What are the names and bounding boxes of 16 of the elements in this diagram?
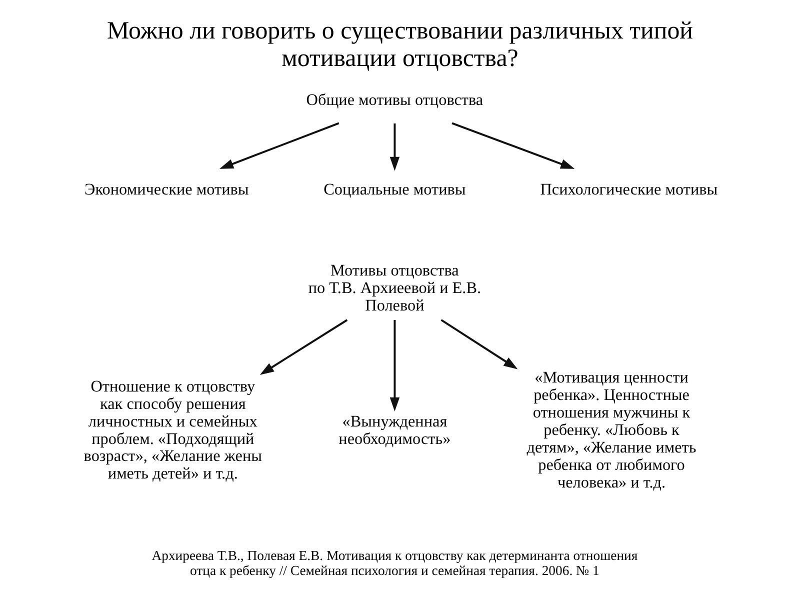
arrow	[390, 123, 400, 171]
arrow	[452, 122, 575, 169]
node-text: «Вынужденная необходимость»	[338, 412, 451, 448]
node-text: Социальные мотивы	[324, 180, 466, 199]
node-text: «Мотивация ценности ребенка». Ценностные отношения мужчины к ребенку. «Любовь к детям», «Желание иметь ребенка от любимого человека» и т.д.	[526, 368, 696, 492]
arrow	[440, 319, 518, 370]
arrow	[219, 122, 340, 169]
node-text: Отношение к отцовству как способу решения личностных и семейных проблем. «Подходящий возраст», «Желание жены иметь детей» и т.д.	[84, 377, 262, 483]
arrow	[260, 319, 348, 375]
node-text: Мотивы отцовства по Т.В. Архиеевой и Е.В. Полевой	[308, 262, 482, 314]
caption: Архиреева Т.В., Полевая Е.В. Мотивация к отцовству как детерминанта отношения отца к ребенку // Семейная психология и семейная терапия. 2006. № 1	[152, 548, 638, 578]
node-text: Общие мотивы отцовства	[306, 90, 484, 109]
node-text: Экономические мотивы	[84, 180, 249, 199]
arrow	[390, 320, 400, 412]
diagram-title: Можно ли говорить о существовании различных типой мотивации отцовства?	[107, 17, 693, 72]
node-text: Психологические мотивы	[540, 180, 718, 199]
